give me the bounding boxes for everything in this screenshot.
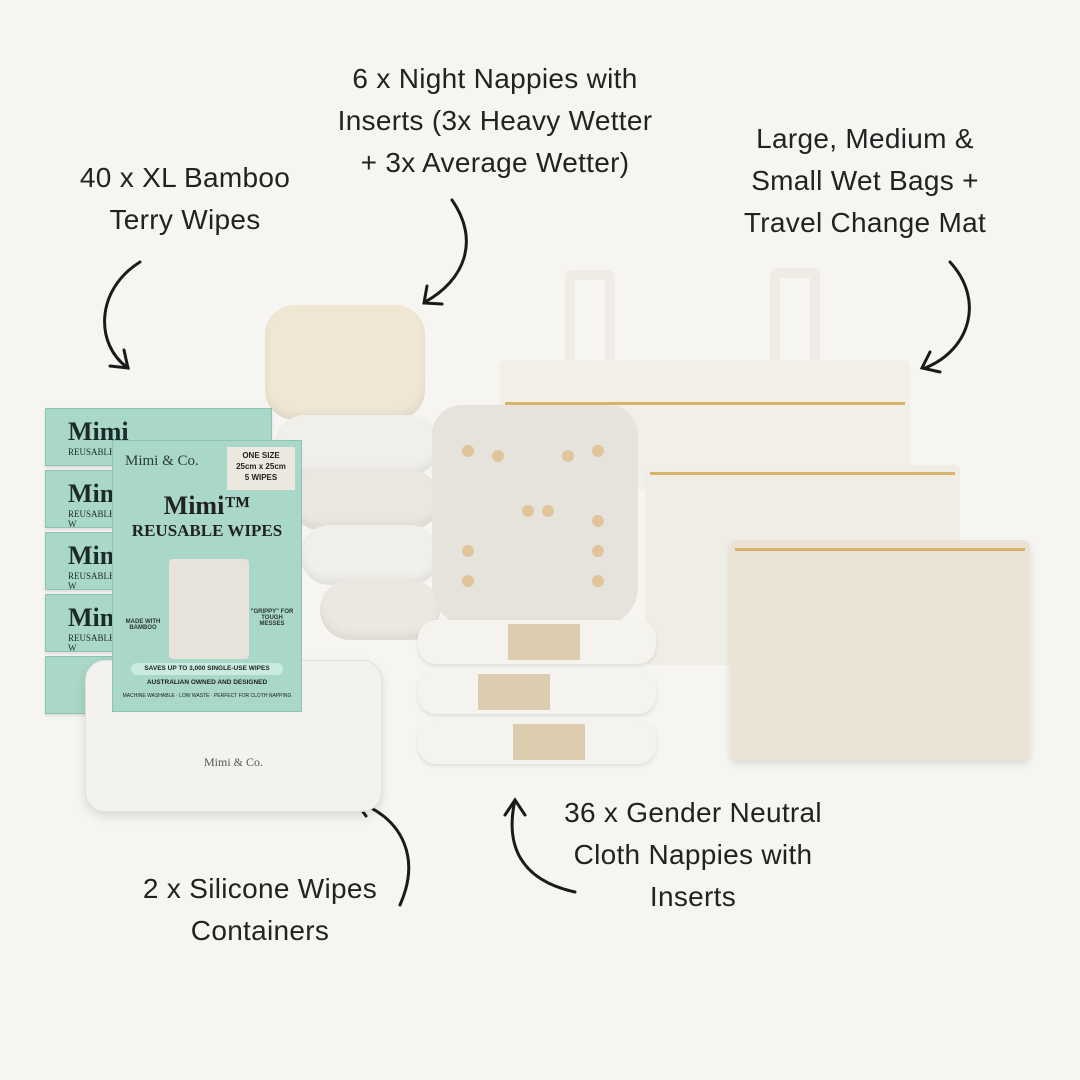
- features-note: MACHINE WASHABLE · LOW WASTE · PERFECT F…: [122, 693, 292, 699]
- box-subtitle: REUSABLE W: [68, 633, 115, 653]
- label-line: Inserts (3x Heavy Wetter: [337, 105, 653, 136]
- zipper: [505, 402, 905, 405]
- snap: [542, 505, 554, 517]
- box-title: Mimi™: [163, 491, 251, 520]
- snap: [462, 575, 474, 587]
- zipper: [650, 472, 955, 475]
- night-nappy: [265, 305, 425, 420]
- snap: [592, 575, 604, 587]
- snap: [562, 450, 574, 462]
- label-containers: 2 x Silicone Wipes Containers: [120, 868, 400, 952]
- snap: [462, 545, 474, 557]
- cloth-nappy: [432, 405, 638, 627]
- label-line: Small Wet Bags +: [751, 165, 979, 196]
- arrow-wet-bags-head: [919, 350, 942, 374]
- size-line: ONE SIZE: [242, 451, 280, 460]
- label-line: Travel Change Mat: [743, 207, 987, 238]
- label-wipes: 40 x XL Bamboo Terry Wipes: [55, 157, 315, 241]
- wipes-box-front: Mimi & Co. ONE SIZE 25cm x 25cm 5 WIPES …: [112, 440, 302, 712]
- container-brand: Mimi & Co.: [203, 755, 263, 769]
- small-wet-bag: [730, 540, 1030, 760]
- box-subtitle: REUSABLE WIPES: [131, 521, 283, 540]
- nappy-insert: [418, 670, 656, 714]
- night-nappy: [275, 415, 440, 475]
- arrow-wet-bags: [923, 260, 971, 370]
- wet-bag-handle: [770, 268, 820, 388]
- bamboo-note: MADE WITH BAMBOO: [125, 619, 161, 631]
- box-subtitle: REUSABLE W: [68, 571, 115, 591]
- grippy-note: "GRIPPY" FOR TOUGH MESSES: [250, 609, 294, 627]
- box-subtitle: REUSABLE W: [68, 447, 126, 457]
- size-badge: ONE SIZE 25cm x 25cm 5 WIPES: [227, 447, 295, 490]
- label-line: Large, Medium &: [756, 123, 974, 154]
- wet-bag-handle: [565, 270, 615, 390]
- snap: [522, 505, 534, 517]
- night-nappy: [300, 525, 440, 585]
- label-cloth-nappies: 36 x Gender Neutral Cloth Nappies with I…: [548, 792, 838, 918]
- zipper: [735, 548, 1025, 551]
- night-nappy: [290, 470, 440, 530]
- label-wet-bags: Large, Medium & Small Wet Bags + Travel …: [720, 118, 1010, 244]
- label-line: Terry Wipes: [109, 204, 261, 235]
- label-night-nappies: 6 x Night Nappies with Inserts (3x Heavy…: [300, 58, 690, 184]
- label-line: + 3x Average Wetter): [360, 147, 630, 178]
- box-subtitle: REUSABLE W: [68, 509, 115, 529]
- label-line: 40 x XL Bamboo: [79, 162, 291, 193]
- arrow-night-nappies: [423, 198, 468, 304]
- box-brand: Mimi & Co.: [125, 453, 199, 469]
- nappy-insert: [418, 720, 656, 764]
- snap: [492, 450, 504, 462]
- snap: [592, 515, 604, 527]
- label-line: 6 x Night Nappies with: [352, 63, 638, 94]
- label-line: Inserts: [649, 881, 737, 912]
- snap: [592, 445, 604, 457]
- arrow-wipes: [103, 260, 142, 370]
- australian-note: AUSTRALIAN OWNED AND DESIGNED: [146, 679, 268, 686]
- nappy-insert: [418, 620, 656, 664]
- size-line: 25cm x 25cm: [236, 462, 286, 471]
- size-line: 5 WIPES: [244, 473, 278, 482]
- arrow-wipes-head: [108, 348, 130, 370]
- label-line: 2 x Silicone Wipes: [142, 873, 378, 904]
- label-line: 36 x Gender Neutral: [564, 797, 822, 828]
- label-line: Cloth Nappies with: [573, 839, 813, 870]
- label-line: Containers: [190, 915, 330, 946]
- arrow-cloth-nappies: [510, 798, 577, 894]
- saves-banner: SAVES UP TO 3,000 SINGLE-USE WIPES: [131, 663, 283, 675]
- box-window: [169, 559, 249, 659]
- arrow-cloth-nappies-head: [503, 797, 527, 817]
- snap: [592, 545, 604, 557]
- snap: [462, 445, 474, 457]
- arrow-night-nappies-head: [422, 284, 444, 306]
